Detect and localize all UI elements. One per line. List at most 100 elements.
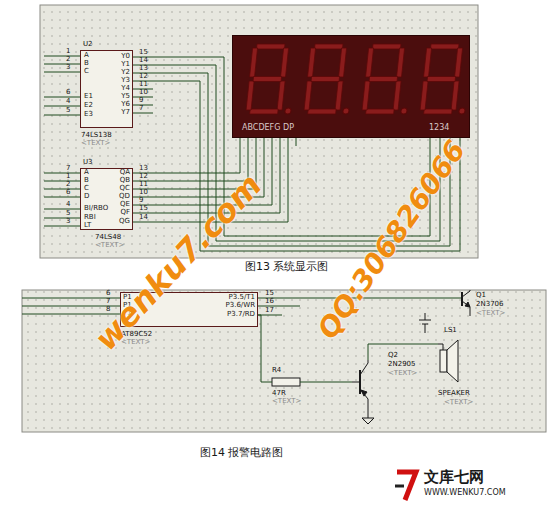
pin-number: 7 (66, 165, 70, 172)
pin-name: LT (84, 222, 91, 229)
pin-name: E2 (84, 102, 93, 109)
pin-number: 6 (106, 290, 110, 297)
pin-name: C (84, 68, 89, 75)
pin-name: P3.5/T1 (229, 294, 255, 301)
segment (372, 44, 401, 49)
segment (285, 108, 292, 114)
pin-number: 10 (139, 189, 148, 196)
pin-number: 4 (66, 201, 70, 208)
pin-number: 7 (106, 298, 110, 305)
part-value: 74LS48 (95, 234, 121, 241)
segment (459, 108, 466, 114)
segment (250, 48, 258, 77)
pin-name: BI/RBO (84, 205, 108, 212)
part-value: <TEXT> (388, 370, 417, 377)
digit (362, 44, 414, 114)
segment (343, 108, 350, 114)
pin-number: 5 (66, 107, 70, 114)
wire (258, 315, 272, 382)
digit (246, 44, 298, 114)
pin-name: E1 (84, 93, 93, 100)
pin-name: A (84, 52, 89, 59)
part-value: <TEXT> (95, 242, 124, 249)
pin-number: 4 (66, 98, 70, 105)
speaker-symbol (440, 350, 447, 372)
part-name: U2 (83, 41, 93, 48)
pin-name: B (84, 60, 89, 67)
part-name: ABCDEFG DP (242, 124, 294, 132)
transistor: Q22N2905<TEXT> (352, 360, 382, 400)
pin-name: QE (120, 201, 130, 208)
segment (308, 109, 337, 114)
pin-number: 10 (139, 89, 148, 96)
speaker: LS1SPEAKER<TEXT> (438, 338, 462, 386)
segment (455, 48, 463, 77)
pin-number: 12 (139, 73, 148, 80)
transistor-symbol (461, 292, 463, 306)
components (272, 290, 470, 424)
pin-number: 13 (139, 65, 148, 72)
segment (308, 48, 316, 77)
pin-name: QC (120, 185, 130, 192)
transistor-symbol (360, 360, 368, 418)
segment (314, 44, 343, 49)
part-value: 47R (272, 390, 286, 397)
part-value: <TEXT> (476, 310, 505, 317)
segment (277, 81, 285, 110)
pin-number: 3 (66, 64, 70, 71)
segment (397, 48, 405, 77)
segment (246, 81, 254, 110)
resistor: R447R<TEXT> (272, 378, 300, 386)
pin-name: Y4 (121, 85, 130, 92)
speaker-symbol (447, 340, 458, 382)
pin-name: Y1 (121, 61, 130, 68)
segment (427, 77, 456, 82)
transistor-symbol (352, 382, 360, 383)
wire (368, 344, 438, 360)
pin-name: E3 (84, 111, 93, 118)
segment (304, 81, 312, 110)
part-name: LS1 (444, 327, 457, 334)
segment (369, 77, 398, 82)
digit (420, 44, 469, 114)
seven-segment-display: ABCDEFG DP 1234 (232, 35, 470, 138)
pin-name: P3.6/WR (226, 302, 256, 309)
pin-name: P3.7/RD (227, 311, 255, 318)
segment (250, 109, 279, 114)
sheet (22, 290, 546, 432)
pin-number: 6 (66, 89, 70, 96)
pin-number: 1 (66, 48, 70, 55)
wire (438, 344, 443, 350)
pin-number: 11 (139, 81, 148, 88)
digit (304, 44, 356, 114)
transistor-symbol (361, 390, 367, 396)
part-value: 1234 (429, 124, 449, 132)
pin-number: 16 (265, 298, 274, 305)
part-name: R4 (272, 367, 281, 374)
pin-number: 2 (66, 56, 70, 63)
pin-name: QG (119, 218, 130, 225)
transistor-symbol (465, 302, 470, 307)
wire (44, 56, 80, 115)
pin-name: Y0 (121, 53, 130, 60)
pin-name: Y7 (121, 109, 130, 116)
pin-name: QD (119, 193, 130, 200)
resistor-symbol (272, 378, 300, 386)
transistor: Q12N3706<TEXT> (456, 289, 474, 311)
segment (424, 109, 453, 114)
pin-number: 15 (139, 205, 148, 212)
logo-text: 文库七网 (424, 470, 484, 485)
part-value: 74LS138 (81, 132, 112, 139)
pin-number: 9 (139, 97, 143, 104)
pin-number: 11 (139, 181, 148, 188)
pin-number: 1 (66, 173, 70, 180)
wire (300, 382, 352, 383)
part-name: Q1 (476, 292, 486, 299)
wire (22, 298, 120, 314)
segment (362, 81, 370, 110)
part-name: U3 (83, 159, 93, 166)
pin-name: Y2 (121, 69, 130, 76)
segment (335, 81, 343, 110)
segment (401, 108, 408, 114)
pin-name: RBI (84, 214, 96, 221)
